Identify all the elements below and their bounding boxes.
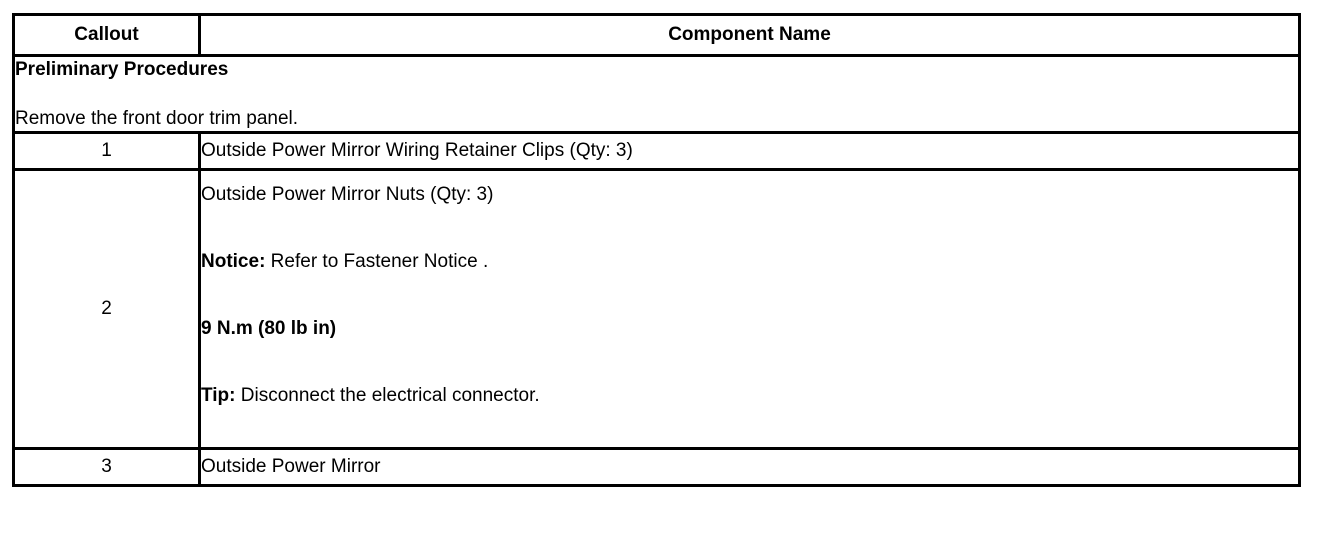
torque-spec: 9 N.m (80 lb in) <box>201 318 337 339</box>
component-name-1: Outside Power Mirror Wiring Retainer Cli… <box>198 131 1301 171</box>
preliminary-procedures-title: Preliminary Procedures <box>15 59 229 80</box>
tip-label: Tip: <box>201 385 236 406</box>
component-name-3: Outside Power Mirror <box>198 447 1301 487</box>
line-spacer <box>201 274 1298 316</box>
callout-number-3: 3 <box>12 447 201 487</box>
preliminary-procedures-step: Remove the front door trim panel. <box>15 108 299 129</box>
table-row: 2 Outside Power Mirror Nuts (Qty: 3) Not… <box>12 168 1301 450</box>
notice-label: Notice: <box>201 251 266 272</box>
tip-text: Disconnect the electrical connector. <box>235 385 540 406</box>
preliminary-procedures-cell: Preliminary Procedures Remove the front … <box>12 54 1301 134</box>
tip-line: Tip: Disconnect the electrical connector… <box>201 383 1298 408</box>
header-callout: Callout <box>12 13 201 57</box>
component-name-2: Outside Power Mirror Nuts (Qty: 3) Notic… <box>198 168 1301 450</box>
header-component-name: Component Name <box>198 13 1301 57</box>
preliminary-procedures-row: Preliminary Procedures Remove the front … <box>12 54 1301 134</box>
table-row: 3 Outside Power Mirror <box>12 447 1301 487</box>
component-callout-table: Callout Component Name Preliminary Proce… <box>12 13 1301 487</box>
component-title-2: Outside Power Mirror Nuts (Qty: 3) <box>201 184 494 205</box>
notice-line: Notice: Refer to Fastener Notice . <box>201 249 1298 274</box>
preliminary-spacer <box>15 82 1298 106</box>
callout-number-2: 2 <box>12 168 201 450</box>
notice-text: Refer to Fastener Notice . <box>265 251 489 272</box>
line-spacer <box>201 341 1298 383</box>
table-row: 1 Outside Power Mirror Wiring Retainer C… <box>12 131 1301 171</box>
line-spacer <box>201 207 1298 249</box>
table-header-row: Callout Component Name <box>12 13 1301 57</box>
callout-number-1: 1 <box>12 131 201 171</box>
